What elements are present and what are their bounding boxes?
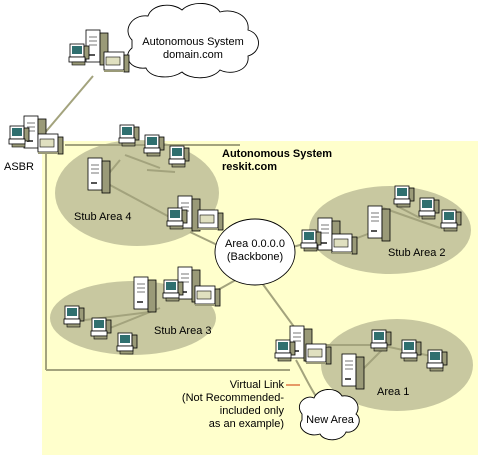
stub-area-4-label: Stub Area 4 <box>74 211 132 223</box>
new-area-cloud <box>298 389 360 441</box>
new-area-label: New Area <box>306 414 354 426</box>
area-1-abr-router <box>305 343 332 365</box>
external-router <box>103 51 130 73</box>
stub-area-2-label: Stub Area 2 <box>388 247 446 259</box>
virtual-link-label: Virtual Link (Not Recommended- included … <box>181 379 284 430</box>
stub-area-2-server <box>367 205 391 242</box>
external-as-label: Autonomous System domain.com <box>142 36 244 61</box>
stub-area-4-server <box>87 157 111 194</box>
stub-area-3-label: Stub Area 3 <box>154 325 212 337</box>
asbr-label: ASBR <box>4 161 34 173</box>
area-1-server <box>341 353 365 390</box>
stub-area-3-abr-router <box>194 285 221 307</box>
backbone-label: Area 0.0.0.0 (Backbone) <box>225 238 285 263</box>
asbr-router <box>37 133 64 155</box>
internal-as-label: Autonomous System reskit.com <box>222 148 333 173</box>
area-1-label: Area 1 <box>377 386 410 398</box>
stub-area-4-abr-router <box>197 209 224 231</box>
stub-area-3-server <box>133 276 157 313</box>
external-as-cloud <box>127 3 259 79</box>
stub-area-2-abr-router <box>331 233 358 255</box>
backbone-area <box>214 218 296 286</box>
